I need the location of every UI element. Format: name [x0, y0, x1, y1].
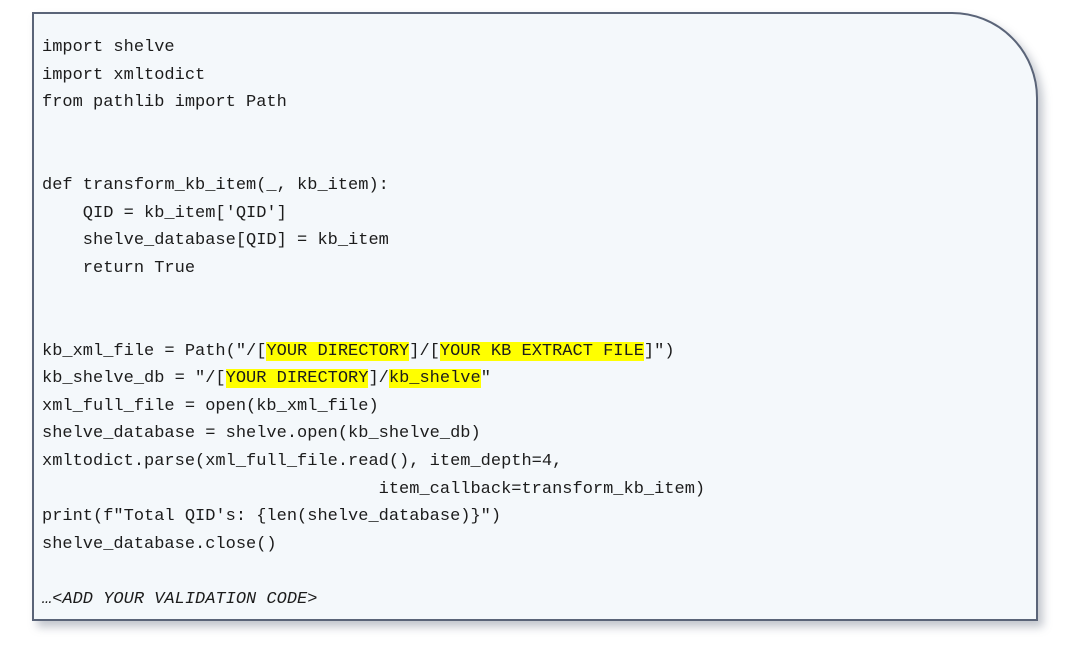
line-print-total: print(f"Total QID's: {len(shelve_databas… [42, 503, 1032, 531]
highlighted-placeholder: kb_shelve [388, 369, 481, 389]
code-text: import xmltodict [42, 65, 206, 85]
code-text: kb_shelve_db = "/[ [42, 369, 226, 389]
code-text: ]/ [368, 369, 389, 389]
code-text: def transform_kb_item(_, kb_item): [42, 175, 389, 195]
code-text: …<ADD YOUR VALIDATION CODE> [42, 589, 318, 609]
line-blank-3 [42, 282, 1032, 310]
code-text: shelve_database.close() [42, 534, 277, 554]
code-text: import shelve [42, 38, 175, 57]
line-validation-note: …<ADD YOUR VALIDATION CODE> [42, 586, 1032, 614]
code-text: ]") [643, 341, 675, 361]
line-shelve-database-open: shelve_database = shelve.open(kb_shelve_… [42, 420, 1032, 448]
line-kb-xml-file: kb_xml_file = Path("/[YOUR DIRECTORY]/[Y… [42, 338, 1032, 366]
line-shelve-assign: shelve_database[QID] = kb_item [42, 227, 1032, 255]
line-from-pathlib: from pathlib import Path [42, 89, 1032, 117]
code-text: xml_full_file = open(kb_xml_file) [42, 396, 379, 416]
line-def-transform: def transform_kb_item(_, kb_item): [42, 172, 1032, 200]
code-text: item_callback=transform_kb_item) [42, 479, 706, 499]
code-text: return True [42, 258, 196, 278]
code-text: print(f"Total QID's: {len(shelve_databas… [42, 507, 502, 527]
code-text: kb_xml_file = Path("/[ [42, 341, 267, 361]
code-text: from pathlib import Path [42, 93, 287, 113]
line-import-xmltodict: import xmltodict [42, 62, 1032, 90]
line-kb-shelve-db: kb_shelve_db = "/[YOUR DIRECTORY]/kb_she… [42, 365, 1032, 393]
code-block: import shelve import xmltodict from pathli… [42, 34, 1032, 613]
line-xml-full-file: xml_full_file = open(kb_xml_file) [42, 393, 1032, 421]
highlighted-placeholder: YOUR DIRECTORY [225, 369, 369, 389]
line-shelve-close: shelve_database.close() [42, 531, 1032, 559]
code-text: " [480, 369, 491, 389]
line-return-true: return True [42, 255, 1032, 283]
highlighted-placeholder: YOUR DIRECTORY [266, 341, 410, 361]
code-text: shelve_database = shelve.open(kb_shelve_… [42, 424, 481, 444]
line-blank-1 [42, 117, 1032, 145]
line-blank-2 [42, 144, 1032, 172]
line-import-shelve: import shelve [42, 34, 1032, 62]
line-blank-5 [42, 558, 1032, 586]
code-text: shelve_database[QID] = kb_item [42, 231, 389, 251]
line-blank-4 [42, 310, 1032, 338]
highlighted-placeholder: YOUR KB EXTRACT FILE [439, 341, 644, 361]
line-item-callback: item_callback=transform_kb_item) [42, 476, 1032, 504]
line-xmltodict-parse: xmltodict.parse(xml_full_file.read(), it… [42, 448, 1032, 476]
code-text: xmltodict.parse(xml_full_file.read(), it… [42, 451, 563, 471]
code-text: ]/[ [409, 341, 440, 361]
code-snippet-card: import shelve import xmltodict from pathli… [32, 12, 1038, 621]
code-text: QID = kb_item['QID'] [42, 203, 287, 223]
line-qid-assign: QID = kb_item['QID'] [42, 200, 1032, 228]
